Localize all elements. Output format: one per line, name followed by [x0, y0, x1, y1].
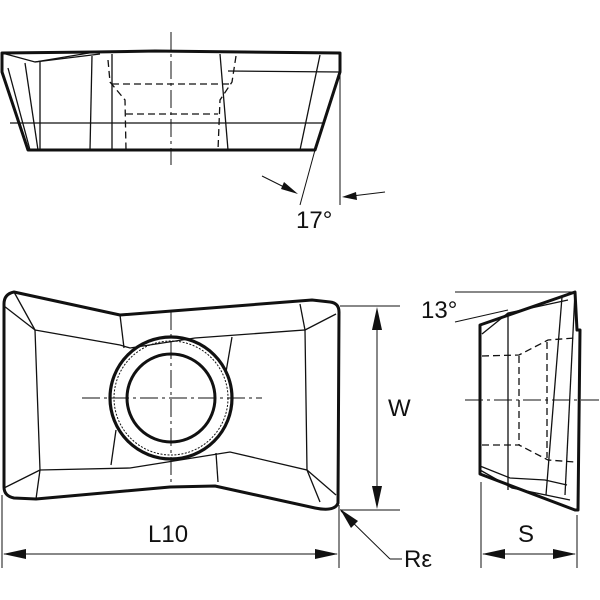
end-view: 13°: [421, 290, 600, 512]
length-label: L10: [148, 521, 188, 548]
width-dimension: W: [340, 305, 411, 511]
angle-label-13: 13°: [421, 297, 457, 324]
thickness-label: S: [518, 521, 534, 548]
length-dimension: L10: [1, 495, 340, 568]
angle-label-17: 17°: [296, 207, 332, 234]
corner-radius-label: Rε: [404, 546, 432, 573]
side-view-top: 17°: [0, 32, 386, 234]
width-label: W: [388, 395, 411, 422]
thickness-dimension: S: [480, 482, 578, 568]
plan-view: [2, 290, 341, 511]
corner-radius-leader: Rε: [340, 509, 432, 573]
